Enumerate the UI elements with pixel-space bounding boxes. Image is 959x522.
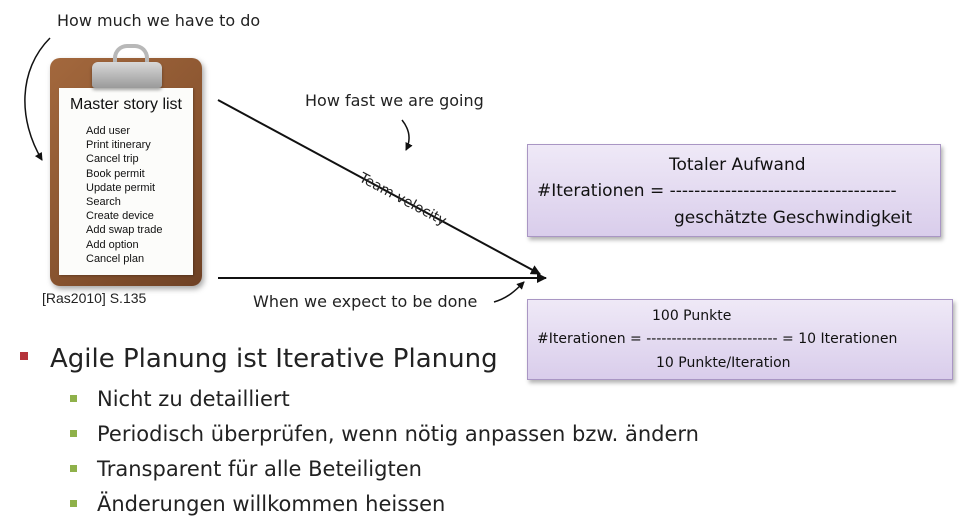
list-item: Add option (86, 238, 139, 251)
formula-denominator: geschätzte Geschwindigkeit (674, 208, 913, 228)
sub-bullet-list: Nicht zu detailliert Periodisch überprüf… (70, 381, 699, 521)
list-item: Cancel plan (86, 252, 145, 265)
story-list: Add user Print itinerary Cancel trip Boo… (86, 124, 162, 266)
main-bullet-text: Agile Planung ist Iterative Planung (50, 344, 498, 374)
list-item: Add user (86, 125, 131, 137)
clipboard-clip (92, 62, 162, 88)
story-list-title: Master story list (69, 96, 182, 113)
list-item: Transparent für alle Beteiligten (70, 451, 699, 486)
green-bullet-icon (70, 500, 77, 507)
reference-citation: [Ras2010] S.135 (42, 290, 147, 306)
formula-example-lhs: #Iterationen = -------------------------… (537, 331, 898, 347)
red-bullet-icon (20, 351, 28, 360)
green-bullet-icon (70, 395, 77, 402)
list-item: Cancel trip (86, 153, 139, 166)
velocity-arrow (217, 99, 541, 275)
how-fast-label: How fast we are going (305, 91, 484, 110)
list-item: Search (86, 196, 121, 209)
list-item: Änderungen willkommen heissen (70, 486, 699, 521)
clipboard-clip-ring (113, 44, 149, 72)
formula-general: Totaler Aufwand #Iterationen = ---------… (527, 144, 941, 237)
list-item: Periodisch überprüfen, wenn nötig anpass… (70, 416, 699, 451)
list-item: Add swap trade (86, 224, 163, 237)
list-item: Update permit (86, 181, 156, 194)
how-fast-curved-arrow (401, 119, 413, 151)
how-much-label: How much we have to do (57, 11, 261, 30)
list-item: Print itinerary (86, 139, 151, 152)
clipboard-paper (59, 88, 193, 275)
green-bullet-icon (70, 430, 77, 437)
formula-example-numerator: 100 Punkte (652, 308, 732, 324)
formula-example-denominator: 10 Punkte/Iteration (656, 355, 791, 371)
when-done-curved-arrow (493, 281, 525, 303)
list-item: Create device (86, 210, 154, 223)
green-bullet-icon (70, 465, 77, 472)
list-item: Nicht zu detailliert (70, 381, 699, 416)
formula-lhs: #Iterationen = -------------------------… (537, 181, 897, 201)
when-done-label: When we expect to be done (253, 292, 478, 311)
list-item: Book permit (86, 167, 145, 180)
formula-numerator: Totaler Aufwand (669, 155, 806, 175)
formula-example: 100 Punkte #Iterationen = --------------… (527, 299, 953, 380)
main-bullet: Agile Planung ist Iterative Planung (20, 344, 498, 374)
how-much-curved-arrow (24, 37, 51, 161)
